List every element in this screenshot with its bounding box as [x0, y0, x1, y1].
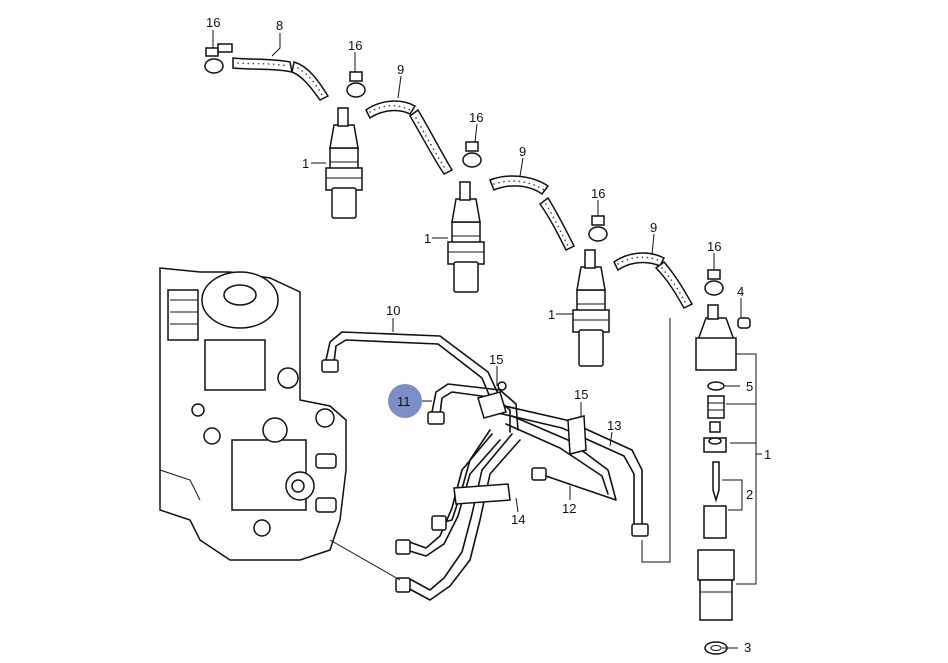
hose-9-1[interactable]: [365, 100, 454, 175]
callout-16[interactable]: 16: [206, 15, 220, 30]
hose-8[interactable]: [232, 57, 330, 101]
callout-16[interactable]: 16: [348, 38, 362, 53]
bracket-15-2[interactable]: [567, 415, 587, 455]
callout-1[interactable]: 1: [302, 156, 309, 171]
callout-14[interactable]: 14: [511, 512, 525, 527]
clamp-16-5[interactable]: [704, 269, 724, 296]
injector-2[interactable]: [447, 181, 485, 293]
leader-lines: [212, 30, 762, 649]
hose-9-2[interactable]: [489, 175, 576, 252]
callout-12[interactable]: 12: [562, 501, 576, 516]
injector-3[interactable]: [572, 249, 610, 367]
callout-labels: 16 8 16 9 16 9 16 9 16 1 1 1 1 4 5 2 3 1…: [206, 15, 771, 655]
clamp-16-3[interactable]: [462, 141, 482, 168]
callout-15[interactable]: 15: [574, 387, 588, 402]
callout-4[interactable]: 4: [737, 284, 744, 299]
callout-1[interactable]: 1: [764, 447, 771, 462]
callout-8[interactable]: 8: [276, 18, 283, 33]
callout-9[interactable]: 9: [519, 144, 526, 159]
selection-highlight: [388, 384, 422, 418]
line-bundle-lower[interactable]: [395, 429, 521, 601]
injection-pump: [159, 267, 347, 561]
callout-9[interactable]: 9: [397, 62, 404, 77]
callout-13[interactable]: 13: [607, 418, 621, 433]
bracket-15-1[interactable]: [477, 381, 507, 419]
callout-16[interactable]: 16: [591, 186, 605, 201]
hose-9-3[interactable]: [613, 252, 694, 309]
injector-1[interactable]: [325, 107, 363, 219]
callout-5[interactable]: 5: [746, 379, 753, 394]
line-13[interactable]: [493, 403, 649, 537]
callout-15[interactable]: 15: [489, 352, 503, 367]
callout-3[interactable]: 3: [744, 640, 751, 655]
callout-2[interactable]: 2: [746, 487, 753, 502]
callout-9[interactable]: 9: [650, 220, 657, 235]
clamp-16-4[interactable]: [588, 215, 608, 242]
callout-1[interactable]: 1: [548, 307, 555, 322]
callout-16[interactable]: 16: [707, 239, 721, 254]
clamp-16-2[interactable]: [346, 71, 366, 98]
bracket-14[interactable]: [453, 483, 511, 505]
callout-1[interactable]: 1: [424, 231, 431, 246]
clamp-16-1[interactable]: [204, 43, 233, 74]
line-12[interactable]: [505, 415, 617, 501]
callout-16[interactable]: 16: [469, 110, 483, 125]
callout-11-selected[interactable]: 11: [388, 384, 422, 418]
line-10[interactable]: [321, 331, 501, 403]
callout-11: 11: [397, 394, 411, 409]
callout-10[interactable]: 10: [386, 303, 400, 318]
